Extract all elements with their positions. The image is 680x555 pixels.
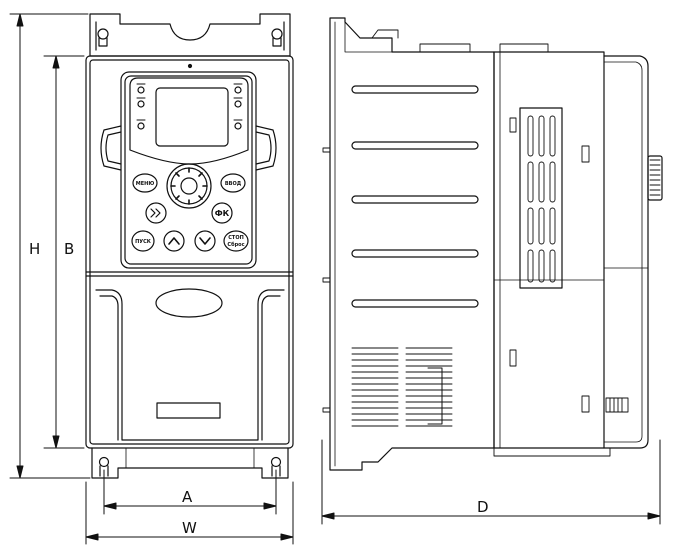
front-cover-section: [603, 55, 649, 449]
side-clips: [509, 117, 629, 413]
vent-panel: [519, 107, 563, 289]
run-key: ПУСК: [131, 230, 155, 252]
lcd-screen: [155, 87, 229, 147]
label-b: B: [64, 240, 74, 258]
reset-key-label: Сброс: [227, 241, 244, 248]
top-mounting-plate: [89, 13, 291, 57]
display-bezel: [129, 77, 249, 165]
stop-reset-key: СТОП Сброс: [223, 230, 249, 252]
shift-key: [145, 202, 167, 224]
depth-dimension: [321, 439, 661, 525]
indicator-leds: [136, 83, 243, 130]
fk-key: ФК: [211, 202, 233, 224]
side-knob: [647, 155, 663, 201]
right-side-grip: [255, 125, 277, 171]
front-dimensions: [9, 13, 294, 545]
lower-front-cover: [95, 289, 285, 441]
nameplate-slot: [156, 402, 221, 419]
middle-housing: [493, 51, 605, 449]
front-view: МЕНЮ ВВОД ФК ПУСК: [85, 13, 294, 479]
top-right-mount-hole: [271, 28, 283, 47]
left-side-grip: [100, 125, 122, 171]
jog-dial: [166, 163, 212, 209]
vent-panel-slots: [527, 115, 556, 283]
side-vent-grille: [351, 347, 453, 427]
label-h: H: [29, 240, 40, 258]
top-left-mount-hole: [97, 28, 109, 47]
run-key-label: ПУСК: [135, 239, 152, 245]
bottom-left-mount-hole: [98, 456, 110, 477]
bottom-mounting-plate: [91, 447, 289, 479]
label-w: W: [182, 519, 197, 537]
menu-key: МЕНЮ: [132, 173, 158, 193]
fk-key-label: ФК: [215, 209, 230, 218]
enter-key: ВВОД: [220, 173, 246, 193]
logo-oval: [155, 288, 223, 318]
stop-key-label: СТОП: [228, 235, 244, 241]
bottom-right-mount-hole: [270, 456, 282, 477]
enter-key-label: ВВОД: [225, 181, 242, 187]
front-body: [85, 55, 294, 449]
label-a: A: [182, 488, 193, 506]
heatsink-fin-slots: [351, 85, 479, 308]
menu-key-label: МЕНЮ: [136, 181, 155, 187]
up-key: [163, 230, 185, 252]
label-d: D: [477, 498, 489, 516]
side-view: [322, 17, 663, 471]
down-key: [194, 230, 216, 252]
